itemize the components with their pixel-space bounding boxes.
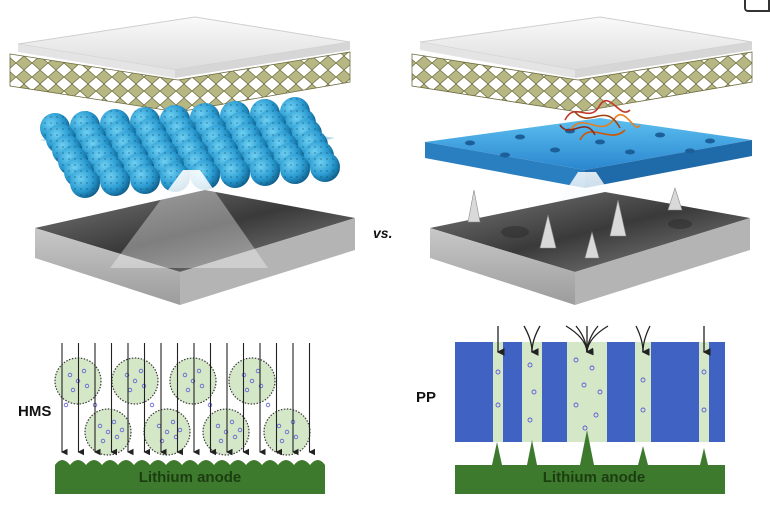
li-ion-dot-icon (81, 368, 87, 374)
left-hms-spheres (40, 97, 340, 198)
li-ion-dot-icon (582, 425, 588, 431)
left-anode-slab (35, 190, 355, 272)
hms-sphere-cross-section (111, 357, 159, 405)
li-ion-dot-icon (119, 427, 125, 433)
vs-label: vs. (373, 225, 393, 241)
li-ion-dot-icon (105, 429, 111, 435)
hms-sphere-cross-section (84, 408, 132, 456)
dendrite-spikes-3d (467, 187, 683, 259)
li-ion-dot-icon (640, 407, 646, 413)
hms-schematic (40, 330, 340, 505)
li-ion-dot-icon (244, 387, 250, 393)
li-ion-dot-icon (223, 429, 229, 435)
li-ion-dot-icon (284, 429, 290, 435)
li-ion-dot-icon (100, 438, 106, 444)
li-ion-dot-icon (164, 429, 170, 435)
right-pp-separator (425, 118, 752, 170)
pp-schematic (455, 325, 725, 494)
li-ion-dot-icon (218, 438, 224, 444)
li-ion-dot-icon (196, 368, 202, 374)
li-ion-dot-icon (531, 389, 537, 395)
li-ion-dot-icon (265, 402, 271, 408)
li-ion-dot-icon (258, 383, 264, 389)
hms-sphere-cross-section (228, 357, 276, 405)
li-ion-dot-icon (182, 372, 188, 378)
li-ion-dot-icon (124, 372, 130, 378)
li-ion-dot-icon (97, 423, 103, 429)
li-ion-dot-icon (185, 387, 191, 393)
li-ion-dot-icon (67, 372, 73, 378)
li-ion-dot-icon (701, 369, 707, 375)
right-3d-scene (405, 0, 770, 320)
li-ion-dot-icon (215, 423, 221, 429)
li-ion-dot-icon (581, 382, 587, 388)
li-ion-dot-icon (495, 402, 501, 408)
li-ion-dot-icon (84, 383, 90, 389)
li-ion-dot-icon (527, 362, 533, 368)
li-ion-dot-icon (237, 427, 243, 433)
left-anode-bar (55, 460, 325, 494)
li-ion-dot-icon (70, 387, 76, 393)
hms-sphere-cross-section (169, 357, 217, 405)
li-ion-dot-icon (589, 365, 595, 371)
li-ion-dot-icon (63, 402, 69, 408)
li-ion-dot-icon (527, 417, 533, 423)
li-ion-dot-icon (138, 368, 144, 374)
li-ion-dot-icon (640, 377, 646, 383)
right-anode-bar (455, 430, 725, 494)
hms-sphere-cross-section (143, 408, 191, 456)
li-ion-dot-icon (111, 419, 117, 425)
hms-label: HMS (18, 403, 52, 420)
li-ion-dot-icon (293, 434, 299, 440)
right-anode-slab (430, 192, 750, 272)
li-ion-dot-icon (149, 402, 155, 408)
li-ion-dot-icon (701, 407, 707, 413)
anode-label-right: Lithium anode (542, 469, 646, 486)
right-cathode-lattice (411, 51, 753, 113)
pp-label: PP (416, 389, 437, 406)
separator-pores (465, 128, 715, 158)
li-ion-dot-icon (159, 438, 165, 444)
anode-label-left: Lithium anode (138, 469, 242, 486)
li-ion-dot-icon (199, 383, 205, 389)
li-ion-dot-icon (190, 378, 196, 384)
li-ion-dot-icon (279, 438, 285, 444)
li-ion-dot-icon (177, 427, 183, 433)
left-3d-scene (0, 0, 360, 320)
li-ion-dot-icon (170, 419, 176, 425)
window-corner-icon (744, 0, 770, 12)
li-ion-dot-icon (229, 419, 235, 425)
li-ion-dot-icon (593, 412, 599, 418)
li-ion-dot-icon (276, 423, 282, 429)
li-ion-dot-icon (495, 369, 501, 375)
li-ion-dot-icon (249, 378, 255, 384)
li-ion-dot-icon (573, 402, 579, 408)
li-ion-dot-icon (114, 434, 120, 440)
hms-sphere-cross-section (202, 408, 250, 456)
li-ion-dot-icon (573, 357, 579, 363)
li-ion-dot-icon (132, 378, 138, 384)
li-ion-dot-icon (232, 434, 238, 440)
pp-channels (493, 342, 709, 442)
li-ion-dot-icon (597, 389, 603, 395)
pp-arrows (496, 325, 711, 356)
hms-sphere-cross-section (263, 408, 311, 456)
dendrite-tangle (559, 100, 641, 141)
left-cathode-lattice (9, 51, 351, 113)
